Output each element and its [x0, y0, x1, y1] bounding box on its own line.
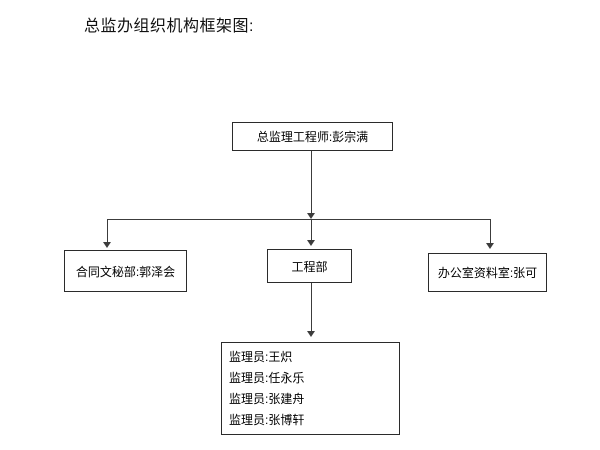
arrowhead-right-icon [486, 243, 494, 249]
page-title: 总监办组织机构框架图: [84, 18, 254, 35]
supervisor-item: 监理员:张博轩 [229, 412, 305, 427]
supervisor-item: 监理员:任永乐 [229, 370, 305, 385]
chart-box-contract-secretary-dept: 合同文秘部:郭泽会 [64, 250, 187, 292]
chart-box-office-archives: 办公室资料室:张可 [428, 253, 547, 292]
arrowhead-left-icon [103, 242, 111, 248]
arrowhead-middle-icon [307, 240, 315, 246]
supervisor-item: 监理员:张建舟 [229, 391, 305, 406]
supervisor-item: 监理员:王炽 [229, 349, 293, 364]
chart-box-supervisors: 监理员:王炽 监理员:任永乐 监理员:张建舟 监理员:张博轩 [221, 342, 400, 435]
arrowhead-members-icon [307, 331, 315, 337]
connector-root-vertical [311, 151, 312, 213]
chart-box-chief-engineer: 总监理工程师:彭宗满 [232, 122, 393, 151]
connector-right-drop [490, 220, 491, 243]
connector-middle-drop [311, 220, 312, 240]
chart-box-engineering-dept: 工程部 [267, 249, 352, 283]
connector-members-drop [311, 283, 312, 331]
connector-horizontal-bar [107, 219, 491, 220]
connector-left-drop [107, 220, 108, 242]
arrowhead-root-icon [307, 213, 315, 219]
